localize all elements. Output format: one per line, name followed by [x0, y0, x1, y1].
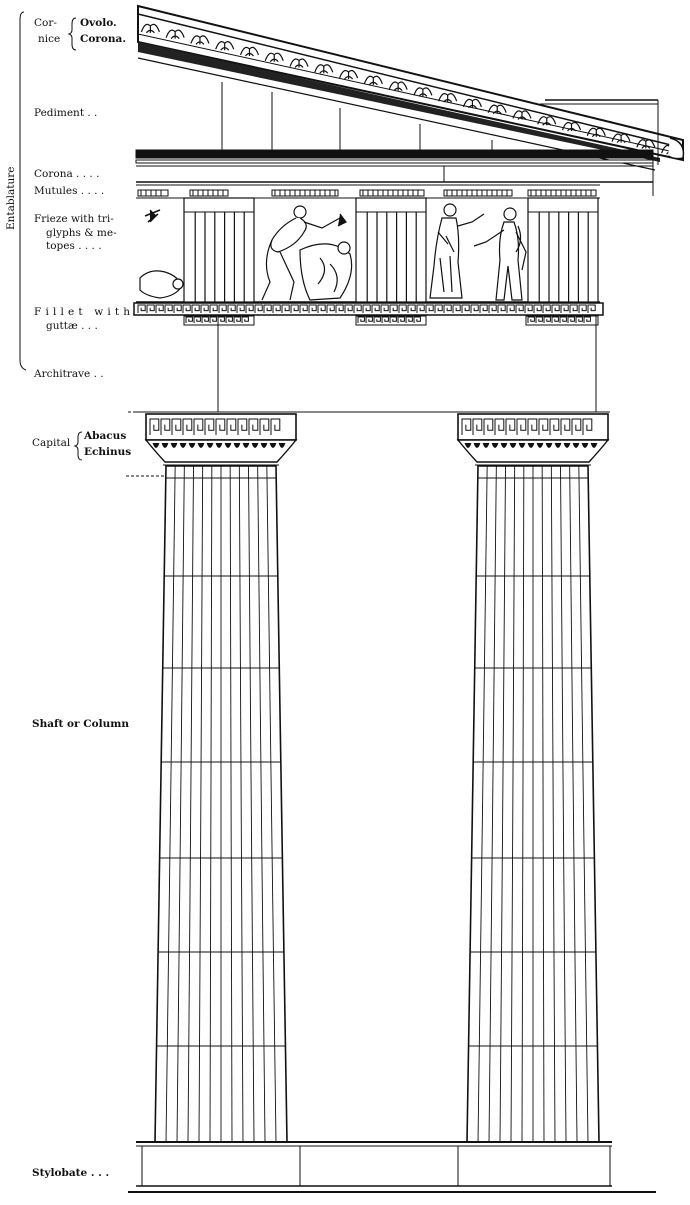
entablature-label: Entablature: [5, 167, 17, 230]
palmette-ornament: [190, 35, 210, 45]
architrave: [134, 315, 610, 413]
frieze-label-3: topes . . . .: [46, 240, 102, 252]
fillet-meander: [137, 304, 596, 313]
stylobate-label: Stylobate . . .: [32, 1167, 109, 1179]
capital-label: Capital: [32, 437, 71, 449]
gutta-block: [525, 315, 599, 326]
palmette-ornament: [363, 75, 383, 86]
abacus-label: Abacus: [83, 430, 126, 442]
gutta-block: [183, 315, 255, 326]
fillet-label-2: guttæ . . .: [46, 320, 98, 332]
cornice-label-bottom: nice: [38, 33, 60, 45]
raking-cornice: [137, 4, 684, 162]
palmette-ornament: [611, 133, 631, 143]
triglyphs: [183, 197, 599, 303]
palmette-ornament: [264, 52, 284, 63]
left-column: [144, 413, 298, 1143]
palmette-ornament: [339, 69, 359, 80]
metope-figures-1: [139, 209, 184, 299]
stylobate: [128, 1141, 656, 1193]
right-column: [456, 413, 610, 1143]
triglyph: [355, 197, 427, 303]
palmette-ornament: [561, 121, 582, 132]
palmette-ornament: [165, 29, 185, 40]
architrave-label: Architrave . .: [33, 368, 104, 380]
ovolo-label: Ovolo.: [80, 17, 117, 29]
columns: [144, 413, 610, 1143]
palmette-ornament: [438, 93, 458, 103]
palmette-ornament: [215, 41, 235, 51]
palmette-ornament: [487, 104, 507, 115]
metope-figures-3: [429, 203, 527, 301]
mutules: [137, 189, 597, 197]
corona-course: [135, 149, 654, 197]
palmette-ornament: [413, 87, 433, 97]
corona-label: Corona . . . .: [34, 168, 99, 180]
mutule: [359, 189, 425, 197]
mutule: [527, 189, 597, 197]
pediment: [137, 4, 685, 171]
shaft-label: Shaft or Column: [32, 718, 129, 730]
frieze-label-2: glyphs & me-: [46, 227, 117, 239]
abacus: [145, 413, 297, 441]
palmette-ornament: [462, 98, 482, 109]
capital-brace: [73, 431, 83, 461]
cornice-brace: [67, 17, 77, 51]
palmette-ornament: [239, 46, 260, 57]
mutule: [137, 189, 169, 197]
palmette-ornament: [586, 127, 606, 138]
cornice-label-top: Cor-: [34, 17, 57, 29]
entablature-bracket: [19, 11, 27, 371]
cornice-corona-label: Corona.: [80, 33, 126, 45]
fillet-label-1: Fillet with: [34, 306, 130, 318]
frieze-label-1: Frieze with tri-: [34, 213, 114, 225]
label-column: Entablature Cor- nice Ovolo. Corona. Ped…: [5, 11, 131, 1179]
palmette-ornament: [512, 110, 532, 120]
pediment-label: Pediment . .: [34, 107, 97, 119]
palmette-ornament: [636, 139, 656, 149]
triglyph: [527, 197, 599, 303]
fillet-with-guttae: [133, 302, 604, 326]
metope-figures-2: [261, 205, 353, 301]
palmette-ornament: [289, 58, 309, 68]
echinus-label: Echinus: [84, 446, 131, 458]
palmette-ornament: [140, 23, 160, 34]
palmette-ornament: [314, 64, 334, 74]
ovolo-ornament: [140, 23, 681, 155]
frieze: [136, 197, 600, 303]
gutta-block: [355, 315, 427, 326]
abacus: [457, 413, 609, 441]
mutule: [443, 189, 513, 197]
guttae: [183, 315, 599, 326]
palmette-ornament: [537, 116, 557, 126]
mutules-label: Mutules . . . .: [34, 185, 104, 197]
triglyph: [183, 197, 255, 303]
palmette-ornament: [388, 81, 408, 92]
mutule: [189, 189, 229, 197]
